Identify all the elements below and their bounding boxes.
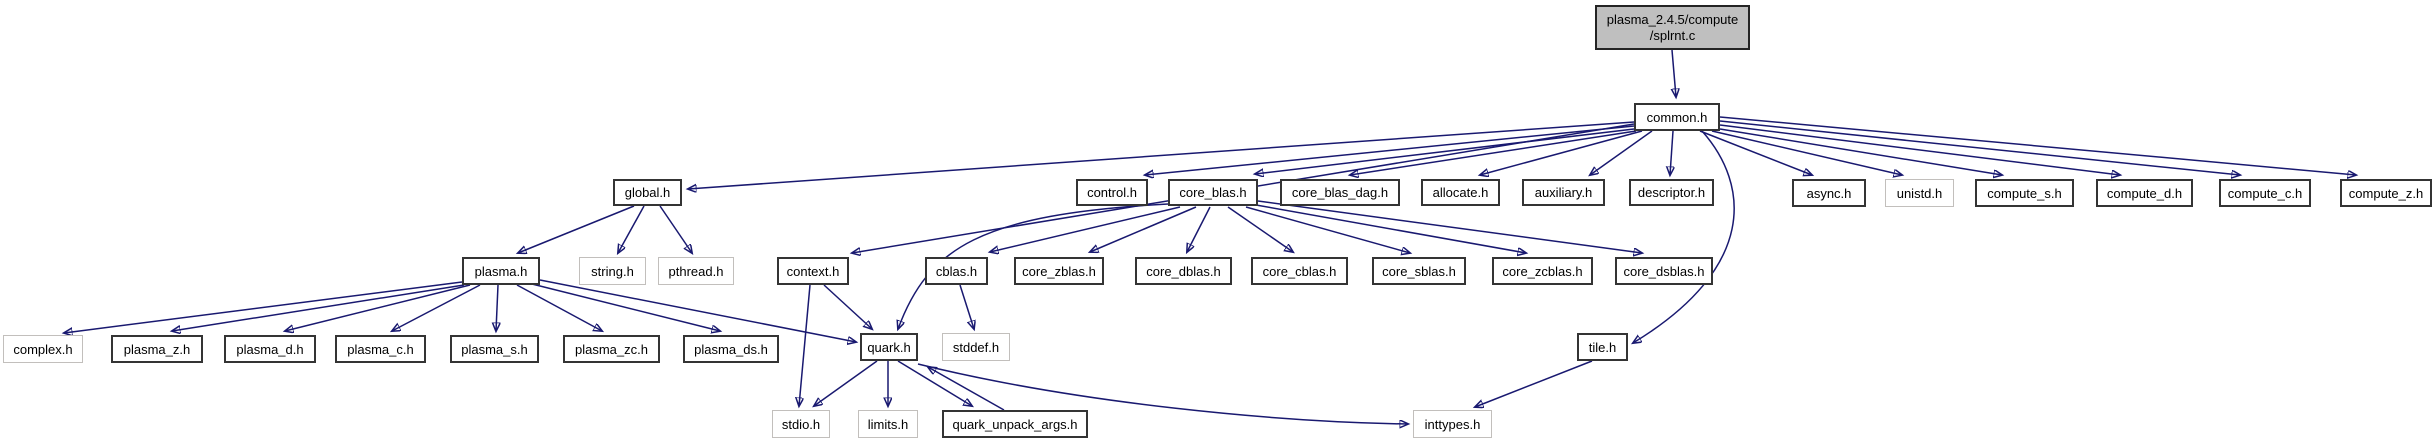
edge-plasma-h-to-plasma-z-h <box>172 284 465 331</box>
node-allocate-h[interactable]: allocate.h <box>1421 179 1500 206</box>
edge-context-h-to-quark-h <box>823 284 872 329</box>
node-plasma-ds-h[interactable]: plasma_ds.h <box>683 335 779 363</box>
edge-plasma-h-to-plasma-d-h <box>285 284 471 331</box>
edge-common-h-to-descriptor-h <box>1670 130 1673 175</box>
node-core-cblas-h[interactable]: core_cblas.h <box>1251 257 1348 285</box>
edge-core-blas-h-to-core-cblas-h <box>1227 206 1293 252</box>
edge-common-h-to-tile-h <box>1633 130 1735 343</box>
node-splrnt-c-label-line2: /splrnt.c <box>1649 27 1696 43</box>
edge-common-h-to-auxiliary-h <box>1590 130 1653 175</box>
node-tile-h[interactable]: tile.h <box>1577 333 1628 361</box>
edge-quark-h-to-quark-unpack-args-h <box>897 360 972 406</box>
node-limits-h[interactable]: limits.h <box>858 410 918 438</box>
edge-core-blas-h-to-core-sblas-h <box>1245 206 1410 253</box>
node-unistd-h[interactable]: unistd.h <box>1885 179 1954 207</box>
edge-core-blas-h-to-quark-h <box>898 203 1169 329</box>
node-core-dblas-h[interactable]: core_dblas.h <box>1135 257 1232 285</box>
edge-plasma-h-to-plasma-c-h <box>392 284 481 331</box>
node-plasma-d-h[interactable]: plasma_d.h <box>224 335 316 363</box>
node-inttypes-h[interactable]: inttypes.h <box>1413 410 1492 438</box>
node-common-h[interactable]: common.h <box>1634 103 1720 131</box>
node-core-zcblas-h[interactable]: core_zcblas.h <box>1492 257 1593 285</box>
edge-core-blas-h-to-core-dblas-h <box>1187 206 1211 252</box>
node-auxiliary-h[interactable]: auxiliary.h <box>1522 179 1605 206</box>
node-core-dsblas-h[interactable]: core_dsblas.h <box>1615 257 1713 285</box>
node-plasma-h[interactable]: plasma.h <box>462 257 540 285</box>
node-stdio-h[interactable]: stdio.h <box>772 410 830 438</box>
node-stddef-h[interactable]: stddef.h <box>942 333 1010 361</box>
edge-core-blas-h-to-core-dsblas-h <box>1257 200 1642 253</box>
edge-common-h-to-unistd-h <box>1711 130 1902 175</box>
edge-quark-h-to-inttypes-h <box>917 363 1408 424</box>
edge-core-blas-h-to-core-zblas-h <box>1090 206 1197 252</box>
node-descriptor-h[interactable]: descriptor.h <box>1629 179 1714 206</box>
edge-common-h-to-async-h <box>1699 130 1812 175</box>
node-plasma-s-h[interactable]: plasma_s.h <box>450 335 539 363</box>
node-quark-unpack-args-h[interactable]: quark_unpack_args.h <box>942 410 1088 438</box>
node-core-zblas-h[interactable]: core_zblas.h <box>1014 257 1104 285</box>
node-compute-d-h[interactable]: compute_d.h <box>2096 179 2193 207</box>
node-splrnt-c[interactable]: plasma_2.4.5/compute /splrnt.c <box>1595 5 1750 50</box>
edge-common-h-to-compute-z-h <box>1719 116 2356 175</box>
node-core-blas-h[interactable]: core_blas.h <box>1168 179 1258 206</box>
node-core-blas-dag-h[interactable]: core_blas_dag.h <box>1280 179 1400 206</box>
edge-plasma-h-to-quark-h <box>539 279 856 342</box>
edge-global-h-to-string-h <box>618 205 645 253</box>
edge-global-h-to-plasma-h <box>518 205 635 253</box>
node-quark-h[interactable]: quark.h <box>860 333 918 361</box>
node-compute-c-h[interactable]: compute_c.h <box>2219 179 2311 207</box>
node-compute-s-h[interactable]: compute_s.h <box>1975 179 2074 207</box>
node-async-h[interactable]: async.h <box>1792 179 1866 207</box>
node-splrnt-c-label-line1: plasma_2.4.5/compute <box>1606 11 1739 27</box>
node-core-sblas-h[interactable]: core_sblas.h <box>1372 257 1466 285</box>
node-plasma-zc-h[interactable]: plasma_zc.h <box>563 335 660 363</box>
edge-plasma-h-to-complex-h <box>64 281 463 333</box>
node-complex-h[interactable]: complex.h <box>3 335 83 363</box>
edge-tile-h-to-inttypes-h <box>1475 360 1593 407</box>
edge-common-h-to-core-blas-h <box>1255 128 1635 174</box>
node-compute-z-h[interactable]: compute_z.h <box>2340 179 2432 207</box>
node-context-h[interactable]: context.h <box>777 257 849 285</box>
edge-common-h-to-control-h <box>1145 125 1635 175</box>
edge-plasma-h-to-plasma-s-h <box>496 284 498 331</box>
node-plasma-z-h[interactable]: plasma_z.h <box>111 335 203 363</box>
edge-common-h-to-global-h <box>688 121 1635 189</box>
node-pthread-h[interactable]: pthread.h <box>658 257 734 285</box>
edge-common-h-to-compute-s-h <box>1719 128 2002 175</box>
edge-cblas-h-to-stddef-h <box>959 284 974 329</box>
edge-core-blas-h-to-cblas-h <box>990 206 1181 252</box>
edge-plasma-h-to-plasma-ds-h <box>531 283 720 331</box>
edge-common-h-to-compute-c-h <box>1719 120 2240 175</box>
edge-quark-h-to-stdio-h <box>814 360 878 406</box>
edge-global-h-to-pthread-h <box>659 205 692 253</box>
edge-common-h-to-compute-d-h <box>1719 124 2120 175</box>
edge-context-h-to-stdio-h <box>799 284 811 406</box>
edge-quark-unpack-args-h-to-quark-h <box>928 367 1005 411</box>
node-global-h[interactable]: global.h <box>613 179 682 206</box>
node-cblas-h[interactable]: cblas.h <box>925 257 988 285</box>
edge-splrnt-c-to-common-h <box>1672 49 1676 97</box>
edge-plasma-h-to-plasma-zc-h <box>516 284 602 331</box>
node-plasma-c-h[interactable]: plasma_c.h <box>335 335 426 363</box>
edge-common-h-to-core-blas-dag-h <box>1350 130 1637 175</box>
node-string-h[interactable]: string.h <box>579 257 646 285</box>
node-control-h[interactable]: control.h <box>1076 179 1148 206</box>
edge-common-h-to-allocate-h <box>1480 130 1643 175</box>
edge-core-blas-h-to-core-zcblas-h <box>1255 204 1526 253</box>
